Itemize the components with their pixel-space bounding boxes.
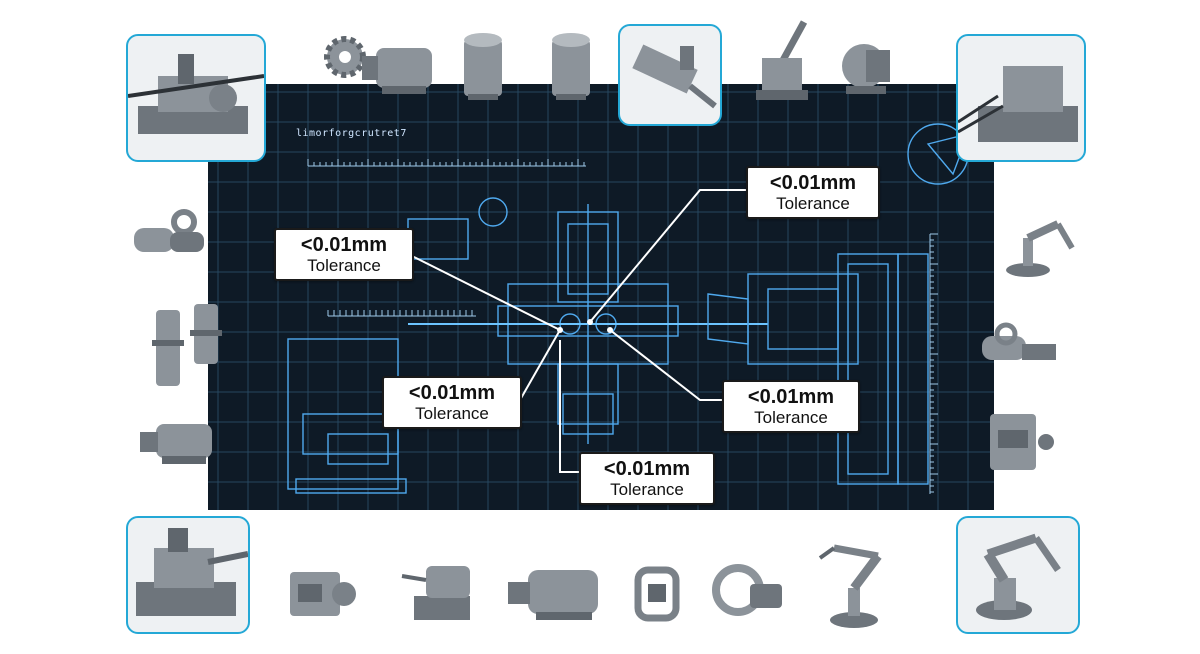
pump-icon <box>842 44 890 94</box>
bearing-icon <box>712 564 782 616</box>
machine-spindle-icon <box>958 66 1078 142</box>
tolerance-value: <0.01mm <box>603 458 691 480</box>
tolerance-value: <0.01mm <box>769 172 857 194</box>
cnc-fixture-icon <box>128 54 264 134</box>
tolerance-label: Tolerance <box>776 194 850 213</box>
gearbox-icon <box>990 414 1054 470</box>
tolerance-label: Tolerance <box>307 256 381 275</box>
electric-motor-icon <box>508 570 598 620</box>
robot-arm-icon <box>976 533 1061 620</box>
tolerance-label: Tolerance <box>610 480 684 499</box>
hydraulic-valve-icon <box>632 44 717 109</box>
tolerance-callout: <0.01mm Tolerance <box>382 376 522 429</box>
tolerance-callout: <0.01mm Tolerance <box>746 166 880 219</box>
machine-spindle-icon <box>401 566 470 620</box>
tolerance-callout: <0.01mm Tolerance <box>722 380 860 433</box>
tolerance-callout: <0.01mm Tolerance <box>274 228 414 281</box>
blueprint-drawing <box>208 84 994 510</box>
clamp-icon <box>634 566 680 622</box>
tolerance-value: <0.01mm <box>300 234 388 256</box>
piston-icon <box>152 304 222 386</box>
electric-motor-icon <box>362 48 432 94</box>
blueprint-title: limorforgcrutret7 <box>296 128 407 139</box>
blueprint-panel: limorforgcrutret7 <box>208 84 994 510</box>
tolerance-label: Tolerance <box>754 408 828 427</box>
gearbox-icon <box>290 572 356 616</box>
vise-tile <box>126 516 250 634</box>
tolerance-callout: <0.01mm Tolerance <box>579 452 715 505</box>
electric-motor-icon <box>140 424 212 464</box>
robot-arm-tile <box>956 516 1080 634</box>
cylinder-icon <box>552 33 590 100</box>
cylinder-icon <box>464 33 502 100</box>
cnc-fixture-tile <box>126 34 266 162</box>
tolerance-label: Tolerance <box>415 404 489 423</box>
tolerance-value: <0.01mm <box>408 382 496 404</box>
pipe-fitting-icon <box>134 209 204 252</box>
vise-icon <box>136 528 248 616</box>
robot-arm-icon <box>1006 220 1075 277</box>
robot-arm-icon <box>818 544 882 628</box>
tolerance-value: <0.01mm <box>747 386 835 408</box>
pipe-fitting-icon <box>982 322 1056 360</box>
hydraulic-valve-tile <box>618 24 722 126</box>
machine-spindle-tile <box>956 34 1086 162</box>
lever-press-icon <box>756 20 808 100</box>
